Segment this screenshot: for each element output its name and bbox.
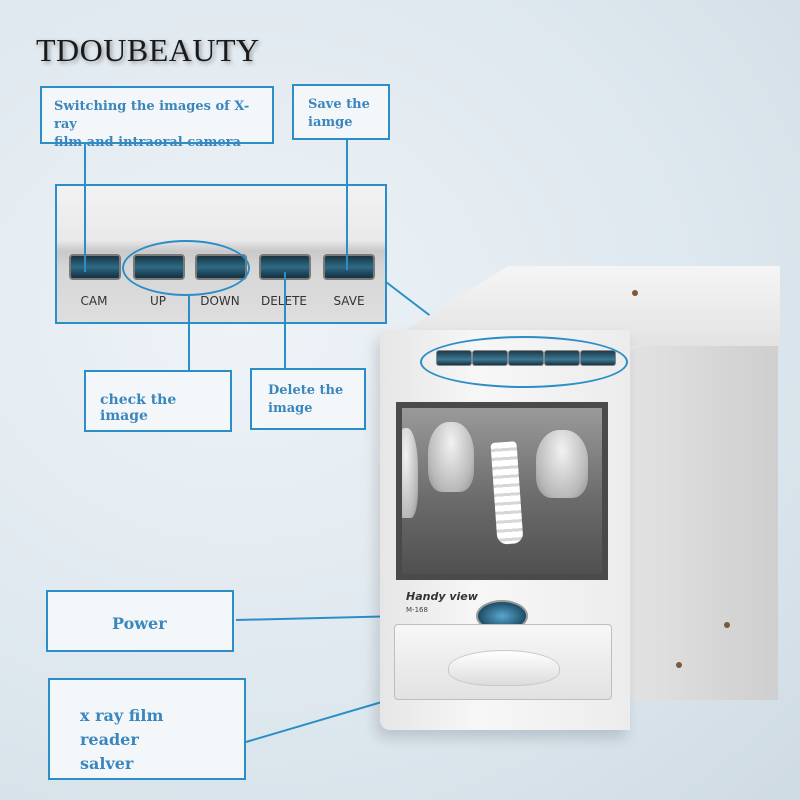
callout-switch-line2: film and intraoral camera	[54, 135, 241, 150]
tooth-shape	[428, 422, 474, 492]
tray-handle[interactable]	[448, 650, 560, 686]
tooth-shape	[402, 428, 418, 518]
callout-tray-line2: salver	[80, 754, 134, 773]
cam-key[interactable]	[69, 254, 121, 280]
callout-delete-line1: Delete the	[268, 383, 344, 398]
tooth-shape	[536, 430, 588, 498]
callout-switch-images: Switching the images of X-ray film and i…	[40, 86, 274, 150]
callout-delete-line2: image	[268, 401, 313, 416]
callout-save-image: Save the iamge	[292, 84, 390, 140]
xray-image	[402, 408, 602, 574]
device-model-label: M-168	[406, 606, 428, 614]
connector-check	[188, 296, 190, 370]
callout-save-line1: Save the	[308, 97, 370, 112]
device-side	[628, 290, 778, 700]
screw-icon	[676, 662, 682, 668]
callout-tray-line1: x ray film reader	[80, 706, 164, 749]
implant-shape	[490, 441, 524, 545]
callout-power: Power	[46, 590, 234, 652]
up-key-label: UP	[149, 294, 167, 308]
callout-delete-image: Delete the image	[250, 368, 366, 430]
save-key[interactable]	[323, 254, 375, 280]
connector-delete	[284, 272, 286, 368]
callout-power-line1: Power	[112, 614, 167, 633]
delete-key-label: DELETE	[254, 294, 314, 308]
down-key-label: DOWN	[200, 294, 240, 308]
screw-icon	[724, 622, 730, 628]
up-down-highlight-ring	[122, 240, 250, 296]
screw-icon	[632, 290, 638, 296]
connector-save	[346, 140, 348, 270]
save-key-label: SAVE	[333, 294, 365, 308]
callout-check-image: check the image	[84, 370, 232, 432]
callout-save-line2: iamge	[308, 115, 353, 130]
cam-key-label: CAM	[80, 294, 108, 308]
callout-switch-line1: Switching the images of X-ray	[54, 99, 250, 132]
device-brand-label: Handy view	[406, 590, 478, 603]
xray-viewer-screen	[396, 402, 608, 580]
connector-switch	[84, 144, 86, 272]
callout-check-line1: check the image	[100, 392, 177, 424]
callout-film-tray: x ray film reader salver	[48, 678, 246, 780]
brand-logo-text: TDOUBEAUTY	[36, 32, 260, 68]
device-keys-highlight-ring	[420, 336, 628, 388]
